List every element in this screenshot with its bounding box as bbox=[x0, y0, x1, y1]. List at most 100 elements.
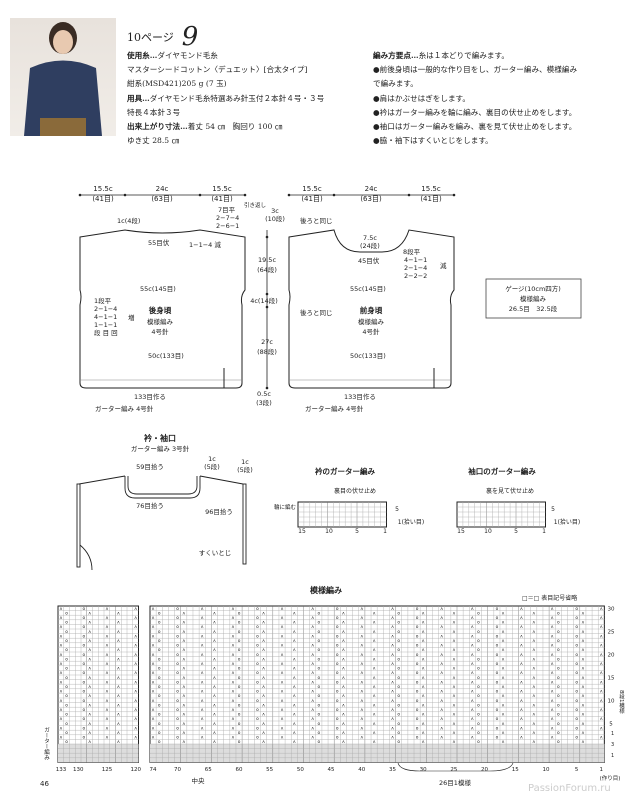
k2tog-symbol: ʌ bbox=[213, 639, 216, 644]
yarn-over-symbol: o bbox=[557, 630, 560, 635]
yarn-over-symbol: o bbox=[158, 740, 161, 745]
k2tog-symbol: ʌ bbox=[213, 713, 216, 718]
dim-label: 24c bbox=[365, 185, 378, 193]
k2tog-symbol: ʌ bbox=[88, 639, 91, 644]
size: 着丈 54 ㎝ 胸回り 100 ㎝ bbox=[187, 122, 283, 132]
k2tog-symbol: ʌ bbox=[520, 690, 523, 695]
yarn-over-symbol: o bbox=[397, 703, 400, 708]
k2tog-symbol: ʌ bbox=[440, 634, 443, 639]
k2tog-symbol: ʌ bbox=[422, 648, 425, 653]
yarn-over-symbol: o bbox=[158, 703, 161, 708]
yarn-over-symbol: o bbox=[477, 713, 480, 718]
k2tog-symbol: ʌ bbox=[182, 611, 185, 616]
chart-col-label: 65 bbox=[205, 767, 212, 773]
yarn-over-symbol: o bbox=[496, 616, 499, 621]
yarn-over-symbol: o bbox=[256, 625, 259, 630]
k2tog-symbol: ʌ bbox=[373, 676, 376, 681]
yarn-over-symbol: o bbox=[416, 607, 419, 612]
k2tog-symbol: ʌ bbox=[60, 644, 63, 649]
k2tog-symbol: ʌ bbox=[152, 634, 155, 639]
chart-col-label: 50 bbox=[297, 767, 304, 773]
k2tog-symbol: ʌ bbox=[471, 717, 474, 722]
k2tog-symbol: ʌ bbox=[391, 671, 394, 676]
cuff-garter-title: 袖口のガーター編み bbox=[467, 466, 536, 476]
gauge-stitch: 模様編み bbox=[520, 294, 547, 303]
model-illustration bbox=[24, 22, 102, 136]
col-label: 10 bbox=[325, 528, 333, 535]
k2tog-symbol: ʌ bbox=[262, 731, 265, 736]
k2tog-symbol: ʌ bbox=[60, 717, 63, 722]
k2tog-symbol: ʌ bbox=[134, 736, 137, 741]
yarn-over-symbol: o bbox=[496, 634, 499, 639]
yarn-over-symbol: o bbox=[557, 667, 560, 672]
k2tog-symbol: ʌ bbox=[293, 694, 296, 699]
k2tog-symbol: ʌ bbox=[422, 611, 425, 616]
yarn-over-symbol: o bbox=[416, 653, 419, 658]
k2tog-symbol: ʌ bbox=[213, 694, 216, 699]
front-stitch: 模様編み bbox=[358, 317, 385, 326]
yarn-over-symbol: o bbox=[397, 676, 400, 681]
instructions-intro: 糸は１本どりで編みます。 bbox=[418, 51, 509, 60]
cuff-pickup: 96目拾う bbox=[205, 507, 233, 516]
k2tog-symbol: ʌ bbox=[600, 708, 603, 713]
grid-frame bbox=[456, 501, 546, 528]
yarn-over-symbol: o bbox=[318, 703, 321, 708]
yarn-over-symbol: o bbox=[176, 662, 179, 667]
k2tog-symbol: ʌ bbox=[88, 703, 91, 708]
yarn-over-symbol: o bbox=[238, 639, 241, 644]
k2tog-symbol: ʌ bbox=[60, 736, 63, 741]
collar-height: 1c bbox=[208, 455, 216, 463]
k2tog-symbol: ʌ bbox=[551, 607, 554, 612]
yarn-over-symbol: o bbox=[256, 671, 259, 676]
instruction-step: ●前後身頃は一般的な作り目をし、ガーター編み、模様編み bbox=[373, 65, 578, 75]
yarn-over-symbol: o bbox=[575, 726, 578, 731]
k2tog-symbol: ʌ bbox=[60, 616, 63, 621]
k2tog-symbol: ʌ bbox=[134, 625, 137, 630]
front-body-title: 前身頃 bbox=[360, 305, 383, 315]
k2tog-symbol: ʌ bbox=[520, 616, 523, 621]
yarn-over-symbol: o bbox=[575, 736, 578, 741]
k2tog-symbol: ʌ bbox=[213, 731, 216, 736]
k2tog-symbol: ʌ bbox=[281, 653, 284, 658]
yarn-over-symbol: o bbox=[176, 644, 179, 649]
yarn-over-symbol: o bbox=[397, 648, 400, 653]
yarn-over-symbol: o bbox=[575, 717, 578, 722]
yarn-over-symbol: o bbox=[176, 671, 179, 676]
k2tog-symbol: ʌ bbox=[201, 653, 204, 658]
chart-col-label: 70 bbox=[174, 767, 181, 773]
k2tog-symbol: ʌ bbox=[293, 740, 296, 745]
yarn-color: 紺系(MSD421)205 g (7 玉) bbox=[127, 79, 227, 89]
yarn-over-symbol: o bbox=[336, 736, 339, 741]
k2tog-symbol: ʌ bbox=[453, 667, 456, 672]
k2tog-symbol: ʌ bbox=[440, 699, 443, 704]
instructions-section: 編み方要点…糸は１本どりで編みます。 ●前後身頃は一般的な作り目をし、ガーター編… bbox=[373, 49, 577, 148]
yarn-over-symbol: o bbox=[238, 685, 241, 690]
yarn-over-symbol: o bbox=[318, 731, 321, 736]
k2tog-symbol: ʌ bbox=[453, 657, 456, 662]
k2tog-symbol: ʌ bbox=[106, 717, 109, 722]
yarn-over-symbol: o bbox=[318, 657, 321, 662]
k2tog-symbol: ʌ bbox=[342, 648, 345, 653]
k2tog-symbol: ʌ bbox=[152, 662, 155, 667]
k2tog-symbol: ʌ bbox=[391, 699, 394, 704]
k2tog-symbol: ʌ bbox=[502, 611, 505, 616]
back-hem: 50c(133目) bbox=[148, 352, 184, 360]
k2tog-symbol: ʌ bbox=[213, 621, 216, 626]
k2tog-symbol: ʌ bbox=[152, 736, 155, 741]
k2tog-symbol: ʌ bbox=[453, 648, 456, 653]
k2tog-symbol: ʌ bbox=[471, 671, 474, 676]
chart-row-label: 10 bbox=[608, 699, 615, 705]
k2tog-symbol: ʌ bbox=[440, 726, 443, 731]
k2tog-symbol: ʌ bbox=[182, 685, 185, 690]
yarn-over-symbol: o bbox=[318, 676, 321, 681]
stitch-repeat-label: 26目1模様 bbox=[439, 778, 471, 787]
k2tog-symbol: ʌ bbox=[342, 611, 345, 616]
same-as-back: 後ろと同じ bbox=[300, 308, 333, 317]
yarn-over-symbol: o bbox=[256, 680, 259, 685]
k2tog-symbol: ʌ bbox=[117, 648, 120, 653]
yarn-over-symbol: o bbox=[176, 690, 179, 695]
k2tog-symbol: ʌ bbox=[262, 713, 265, 718]
k2tog-symbol: ʌ bbox=[281, 607, 284, 612]
yarn-over-symbol: o bbox=[318, 611, 321, 616]
k2tog-symbol: ʌ bbox=[281, 634, 284, 639]
